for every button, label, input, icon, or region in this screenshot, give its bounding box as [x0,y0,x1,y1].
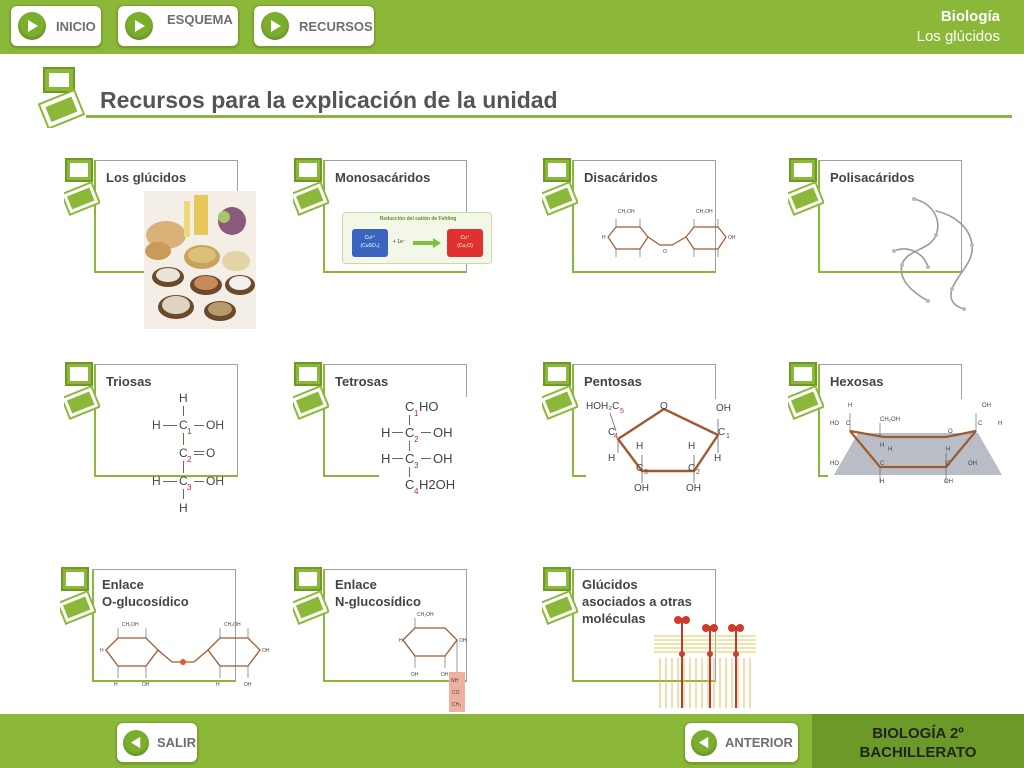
card-label: Glúcidos asociados a otras moléculas [582,577,692,626]
course-brand: BIOLOGÍA 2º BACHILLERATO [859,725,977,761]
subject-info: Biología Los glúcidos [917,7,1000,47]
svg-text:CH₂OH: CH₂OH [696,209,713,215]
title-divider [86,115,1012,118]
green-squares-icon [293,362,329,420]
green-squares-icon [788,362,824,420]
n-glycosidic-structure: CH₂OH OH H OH OH NH CO CH₃ [399,612,467,712]
card-label: Los glúcidos [106,170,187,185]
card-los-glucidos[interactable]: Los glúcidos [64,157,260,332]
svg-text:OH: OH [411,672,419,678]
card-frame [818,160,962,273]
svg-text:H: H [100,648,104,654]
green-squares-icon [542,362,578,420]
card-enlace-o-glucosidico[interactable]: Enlace O-glucosídico CH₂OH CH₂OH H OH H OH … [60,566,274,692]
page-title: Recursos para la explicación de la unida… [100,87,558,113]
svg-text:OH: OH [441,672,449,678]
hexose-structure: H HO C CH₂OH H O OH C H HO C H C OH H H … [828,399,1008,489]
green-squares-icon [293,567,329,625]
top-bar: INICIO ESQUEMA RECURSOS Biología Los glú… [0,0,1024,54]
svg-text:CH₂OH: CH₂OH [224,622,241,628]
green-squares-icon [64,362,100,420]
card-label: Polisacáridos [830,170,915,185]
green-squares-icon [542,567,578,625]
card-label: Hexosas [830,374,884,389]
card-label: Tetrosas [335,374,389,389]
food-photo [144,191,256,329]
card-label: Triosas [106,374,152,389]
card-hexosas[interactable]: Hexosas H HO C CH₂OH H O OH C H HO C H C… [788,361,1008,501]
card-disacaridos[interactable]: Disacáridos CH₂OH CH₂OH H OH O [542,157,752,277]
glycoprotein-membrane [654,616,756,708]
svg-text:OH: OH [244,682,252,688]
card-frame [94,364,238,477]
recursos-button[interactable]: RECURSOS [253,5,375,47]
green-squares-icon [60,567,96,625]
svg-text:CH₂OH: CH₂OH [417,612,434,618]
card-label: Monosacáridos [335,170,431,185]
card-monosacaridos[interactable]: Monosacáridos Reducción del catión de Fe… [293,157,493,277]
fehling-diagram: Reducción del catión de Fehling Cu²⁺(CuS… [342,212,492,264]
back-arrow-icon [123,729,149,756]
brand-panel [812,714,1024,768]
svg-text:H: H [114,682,118,688]
svg-text:OH: OH [262,648,270,654]
svg-text:OH: OH [459,638,467,644]
salir-label: SALIR [157,735,196,750]
card-frame [92,569,236,682]
svg-text:O: O [663,249,667,255]
cu1-box: Cu⁺(Cu₂O) [447,229,483,257]
o-glycosidic-structure: CH₂OH CH₂OH H OH H OH H OH [100,622,270,688]
svg-text:CH₂OH: CH₂OH [122,622,139,628]
cu2-box: Cu²⁺(CuSO₄) [352,229,388,257]
disaccharide-structure: CH₂OH CH₂OH H OH O [602,209,736,257]
card-glucidos-asociados[interactable]: Glúcidos asociados a otras moléculas [542,566,758,712]
unit-name: Los glúcidos [916,28,1000,45]
card-tetrosas[interactable]: Tetrosas C 1 HO H C 2 OH H C 3 OH C 4 H2… [293,361,493,501]
esquema-label: ESQUEMA [167,11,233,27]
subject-name: Biología [940,8,1000,25]
inicio-button[interactable]: INICIO [10,5,102,47]
card-label: Disacáridos [584,170,658,185]
svg-text:H: H [399,638,403,644]
svg-text:H: H [216,682,220,688]
card-enlace-n-glucosidico[interactable]: Enlace N-glucosídico CH₂OH OH H OH OH NH CO… [293,566,493,712]
salir-button[interactable]: SALIR [116,722,198,763]
pentose-structure: HOH₂C 5 O OH C 1 C 4 H H H H C 3 C 2 OH … [586,399,738,497]
svg-text:CH₃: CH₃ [452,702,461,708]
svg-text:OH: OH [728,235,736,241]
card-label: Enlace N-glucosídico [335,577,421,609]
arrow-icon [413,238,441,248]
green-squares-icon [64,158,100,216]
esquema-button[interactable]: ESQUEMA [117,5,239,47]
back-arrow-icon [691,729,717,756]
anterior-label: ANTERIOR [725,735,793,750]
polysaccharide-structure [892,197,974,311]
bottom-bar: SALIR ANTERIOR BIOLOGÍA 2º BACHILLERATO [0,714,1024,768]
anterior-button[interactable]: ANTERIOR [684,722,799,763]
green-squares-icon [293,158,329,216]
svg-text:OH: OH [142,682,150,688]
card-frame [572,160,716,273]
svg-text:CH₂OH: CH₂OH [618,209,635,215]
card-label: Pentosas [584,374,642,389]
play-icon [261,12,289,40]
card-frame [323,569,467,682]
green-squares-icon [38,67,86,128]
inicio-label: INICIO [56,18,96,34]
recursos-label: RECURSOS [299,18,373,34]
play-icon [125,12,153,40]
card-label: Enlace O-glucosídico [102,577,189,609]
card-polisacaridos[interactable]: Polisacáridos [788,157,988,317]
triose-structure: H H C 1 OH C 2 O H C 3 OH H [152,391,224,515]
card-pentosas[interactable]: Pentosas HOH₂C 5 O OH C 1 C 4 H H H H C [542,361,742,501]
play-icon [18,12,46,40]
green-squares-icon [788,158,824,216]
green-squares-icon [542,158,578,216]
tetrose-structure: C 1 HO H C 2 OH H C 3 OH C 4 H2OH [379,397,469,501]
card-triosas[interactable]: Triosas H H C 1 OH C 2 O H C 3 OH H [64,361,254,521]
svg-text:CO: CO [452,690,460,696]
svg-text:NH: NH [451,678,459,684]
svg-text:H: H [602,235,606,241]
